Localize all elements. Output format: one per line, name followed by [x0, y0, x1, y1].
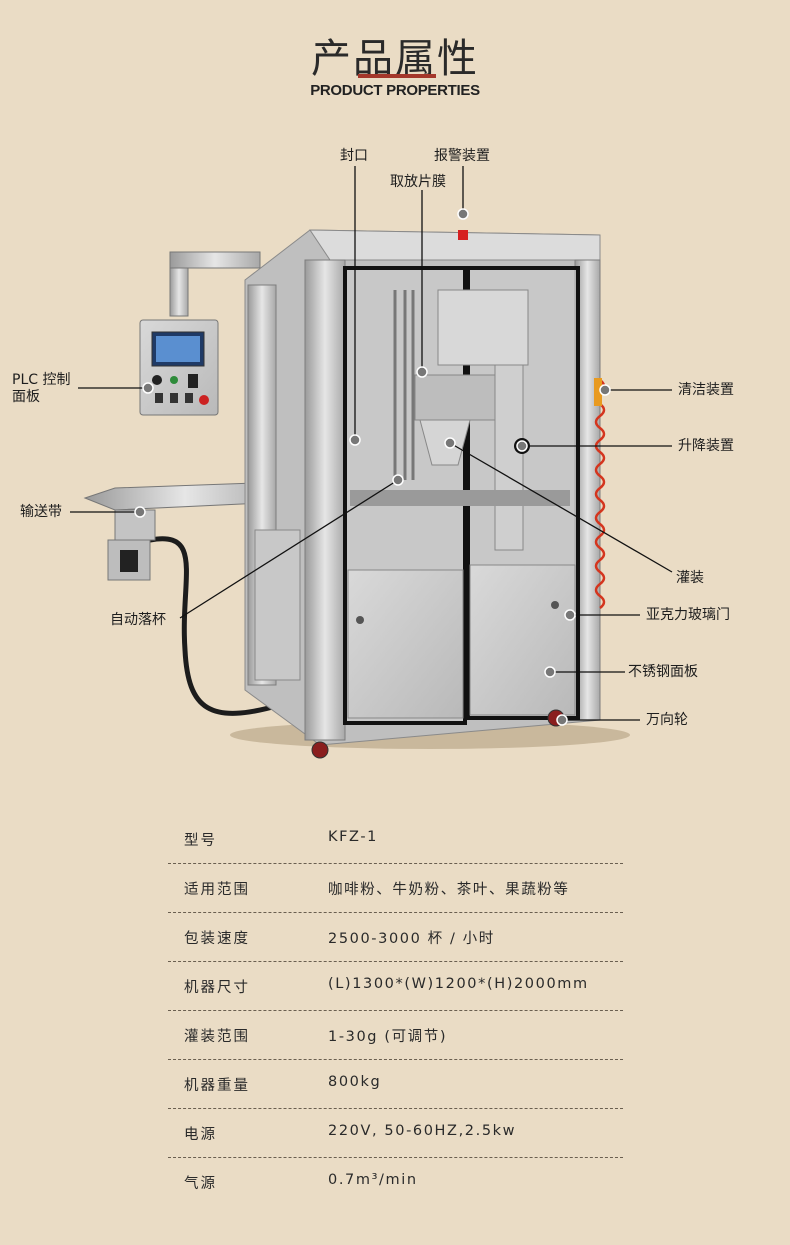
spec-value: 咖啡粉、牛奶粉、茶叶、果蔬粉等	[328, 882, 570, 898]
spec-value: (L)1300*(W)1200*(H)2000mm	[328, 976, 589, 992]
spec-table: 型号 KFZ-1 适用范围 咖啡粉、牛奶粉、茶叶、果蔬粉等 包装速度 2500-…	[168, 815, 623, 1206]
spec-row: 适用范围 咖啡粉、牛奶粉、茶叶、果蔬粉等	[168, 864, 623, 913]
plc-arm-horizontal	[169, 251, 261, 269]
callout-conveyor: 输送带	[20, 504, 62, 520]
callout-cupdrop: 自动落杯	[110, 612, 166, 628]
spec-label: 型号	[184, 833, 217, 849]
spec-row: 机器尺寸 (L)1300*(W)1200*(H)2000mm	[168, 962, 623, 1011]
page-subtitle: PRODUCT PROPERTIES	[310, 82, 480, 99]
callout-panel: 不锈钢面板	[628, 664, 698, 680]
spec-row: 灌装范围 1-30g (可调节)	[168, 1011, 623, 1060]
spec-label: 气源	[184, 1176, 217, 1192]
spec-label: 电源	[184, 1127, 217, 1143]
callout-plc: PLC 控制 面板	[12, 372, 71, 405]
spec-row: 气源 0.7m³/min	[168, 1158, 623, 1206]
callout-lift: 升降装置	[678, 438, 734, 454]
callout-film: 取放片膜	[390, 174, 446, 190]
spec-row: 型号 KFZ-1	[168, 815, 623, 864]
callout-seal: 封口	[340, 148, 368, 164]
machine-diagram: 封口 报警装置 取放片膜 PLC 控制 面板 清洁装置 升降装置 输送带 灌装 …	[0, 110, 790, 790]
machine-frame	[244, 229, 606, 759]
spec-label: 包装速度	[184, 931, 250, 947]
spec-label: 适用范围	[184, 882, 250, 898]
spec-row: 机器重量 800kg	[168, 1060, 623, 1109]
callout-lines	[70, 166, 673, 721]
page-header: 产品属性 PRODUCT PROPERTIES	[0, 0, 790, 110]
plc-panel	[139, 319, 219, 416]
callout-acrylic: 亚克力玻璃门	[646, 607, 730, 623]
spec-value: 2500-3000 杯 / 小时	[328, 931, 495, 947]
machine-illustration	[70, 166, 673, 759]
spec-value: 220V, 50-60HZ,2.5kw	[328, 1123, 517, 1139]
spec-row: 包装速度 2500-3000 杯 / 小时	[168, 913, 623, 962]
spec-label: 机器重量	[184, 1078, 250, 1094]
spec-value: KFZ-1	[328, 829, 378, 845]
callout-wheel: 万向轮	[646, 712, 688, 728]
clean-hose	[594, 379, 606, 609]
callout-alarm: 报警装置	[434, 148, 490, 164]
power-cable	[149, 536, 281, 716]
spec-value: 1-30g (可调节)	[328, 1029, 448, 1045]
spec-label: 灌装范围	[184, 1029, 250, 1045]
spec-row: 电源 220V, 50-60HZ,2.5kw	[168, 1109, 623, 1158]
spec-value: 0.7m³/min	[328, 1172, 418, 1188]
callout-filling: 灌装	[676, 570, 704, 586]
callout-clean: 清洁装置	[678, 382, 734, 398]
conveyor-belt	[83, 481, 286, 581]
spec-label: 机器尺寸	[184, 980, 250, 996]
callout-dots	[134, 208, 611, 726]
title-underline	[358, 74, 436, 78]
spec-value: 800kg	[328, 1074, 382, 1090]
